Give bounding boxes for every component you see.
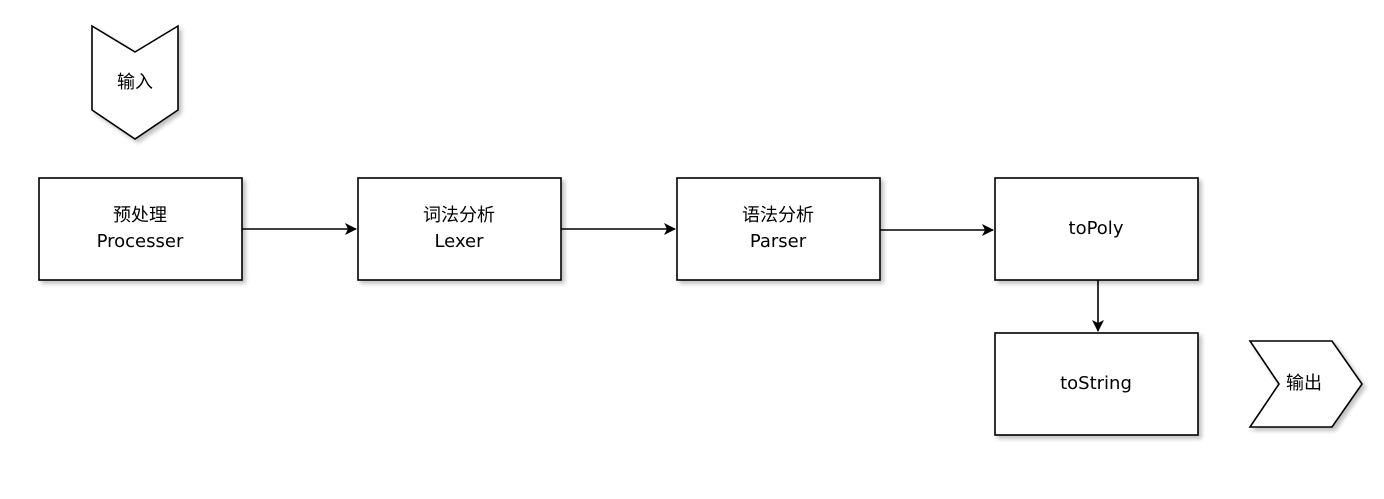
output-label: 输出 [1286, 373, 1322, 394]
input-connector[interactable] [91, 24, 179, 140]
node-topoly[interactable]: toPoly [994, 177, 1199, 281]
input-label: 输入 [117, 72, 153, 93]
node-preprocess[interactable]: 预处理 Processer [38, 177, 243, 281]
node-parser[interactable]: 语法分析 Parser [676, 177, 881, 281]
output-connector[interactable] [1248, 340, 1363, 428]
node-tostring-title: toString [1060, 373, 1132, 394]
node-lexer-title: 词法分析 [423, 205, 495, 226]
node-tostring[interactable]: toString [994, 332, 1199, 436]
node-parser-subtitle: Parser [750, 231, 807, 252]
node-parser-title: 语法分析 [742, 205, 814, 226]
node-preprocess-title: 预处理 [113, 205, 167, 226]
node-lexer[interactable]: 词法分析 Lexer [357, 177, 562, 281]
node-topoly-title: toPoly [1069, 218, 1124, 239]
node-preprocess-subtitle: Processer [97, 231, 184, 252]
node-lexer-subtitle: Lexer [434, 231, 484, 252]
